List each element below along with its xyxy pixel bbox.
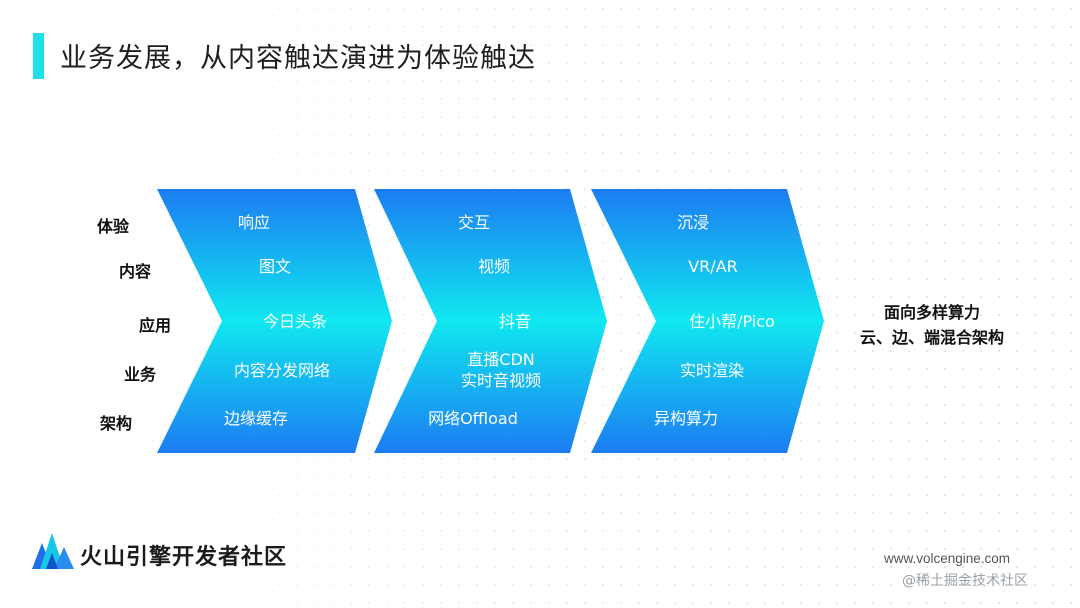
page-title: 业务发展，从内容触达演进为体验触达 [60, 43, 536, 74]
stage2-architecture: 网络Offload [428, 409, 518, 428]
row-label-business: 业务 [124, 365, 157, 384]
stage3-content: VR/AR [688, 257, 738, 276]
row-label-experience: 体验 [97, 217, 130, 236]
chevron-stage-2 [374, 189, 607, 453]
row-label-application: 应用 [139, 316, 172, 335]
website-url: www.volcengine.com [884, 551, 1011, 566]
stage3-architecture: 异构算力 [653, 409, 718, 428]
stage2-business-line2: 实时音视频 [460, 371, 541, 390]
row-label-content: 内容 [119, 262, 152, 281]
stage2-business-line1: 直播CDN [467, 350, 535, 369]
stage3-application: 住小帮/Pico [689, 312, 775, 331]
stage1-architecture: 边缘缓存 [223, 409, 288, 428]
summary-line1: 面向多样算力 [883, 303, 980, 322]
stage2-experience: 交互 [457, 213, 490, 232]
stage1-application: 今日头条 [262, 312, 327, 331]
title-accent-bar [33, 33, 44, 79]
chevron-stage-3 [591, 189, 824, 453]
stage3-business: 实时渲染 [679, 361, 744, 380]
stage2-application: 抖音 [498, 312, 531, 331]
stage1-experience: 响应 [237, 213, 270, 232]
summary-text: 面向多样算力 云、边、端混合架构 [842, 300, 1022, 350]
watermark: @稀土掘金技术社区 [902, 573, 1028, 589]
stage2-content: 视频 [477, 257, 510, 276]
volcengine-logo-icon [32, 533, 74, 569]
row-label-architecture: 架构 [100, 414, 133, 433]
brand-name: 火山引擎开发者社区 [80, 545, 288, 570]
stage1-content: 图文 [258, 257, 291, 276]
stage3-experience: 沉浸 [676, 213, 709, 232]
summary-line2: 云、边、端混合架构 [859, 328, 1004, 347]
chevron-stage-1 [157, 189, 392, 453]
stage1-business: 内容分发网络 [233, 361, 330, 380]
